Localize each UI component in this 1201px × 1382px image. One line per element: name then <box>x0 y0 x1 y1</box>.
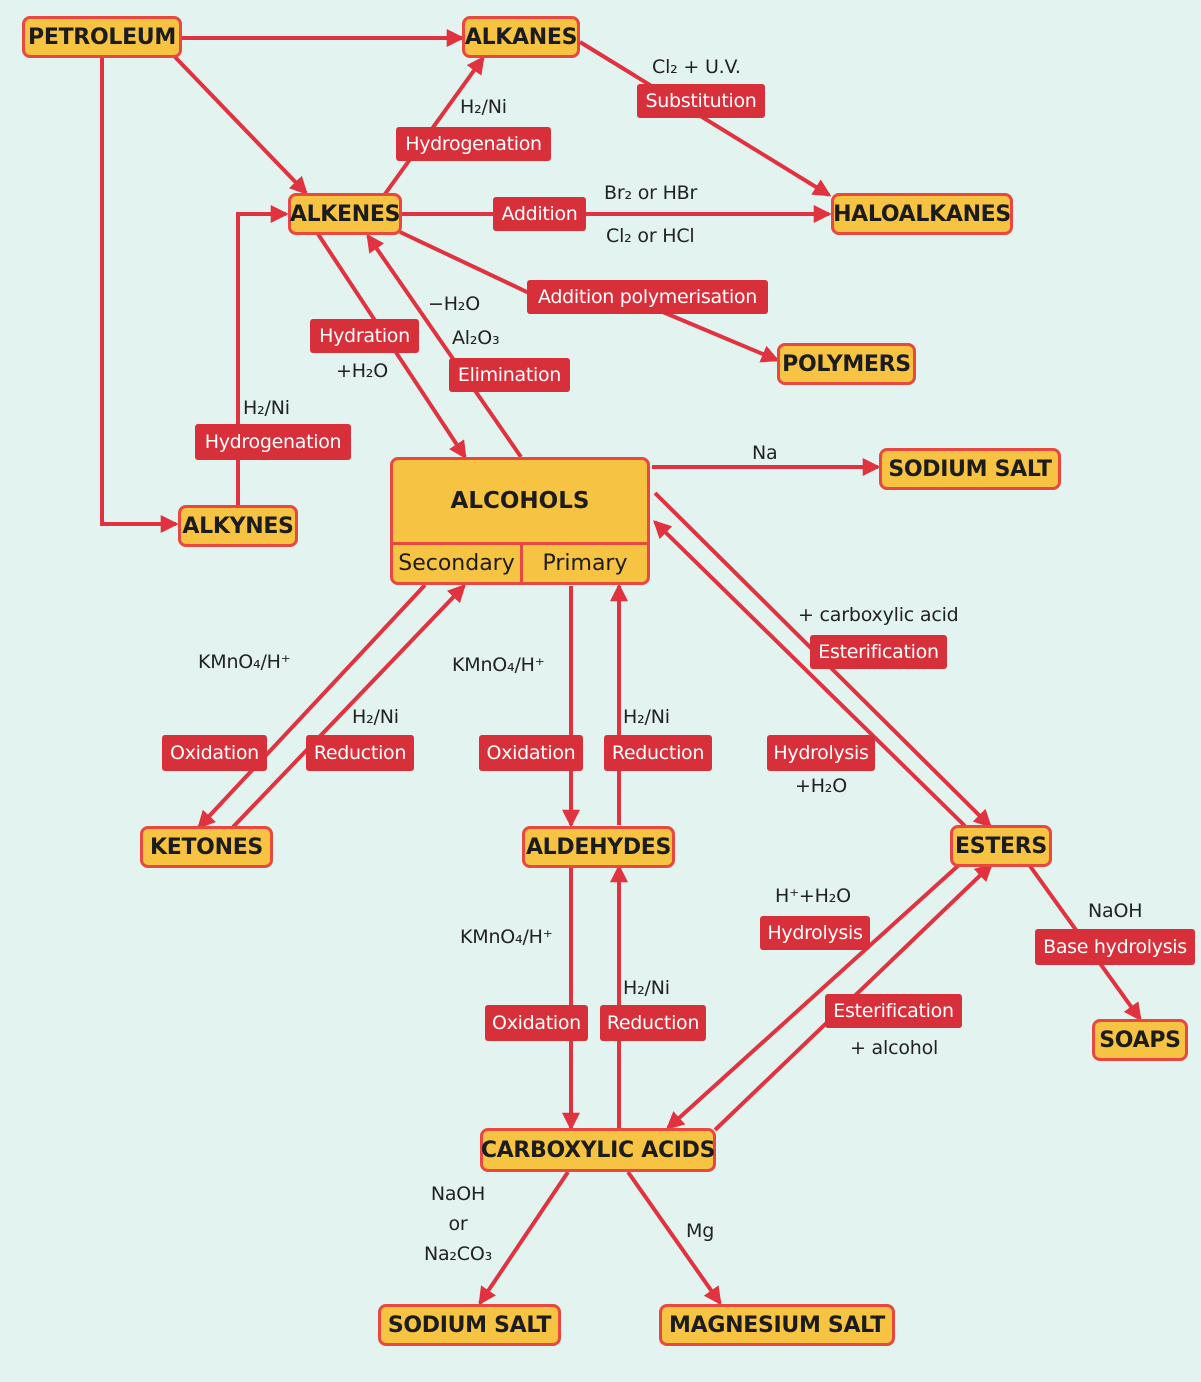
arrow-acids-to-sodium-salt <box>478 1170 570 1306</box>
tag-hydration: Hydration <box>310 319 419 353</box>
cond-plus-h2o-hydration: +H₂O <box>336 360 388 382</box>
cond-naoh-line3: Na₂CO₃ <box>423 1242 493 1265</box>
cond-cl2-uv: Cl₂ + U.V. <box>652 56 741 78</box>
cond-kmno4-secondary: KMnO₄/H⁺ <box>198 651 291 673</box>
cond-naoh-or-na2co3: NaOH or Na₂CO₃ <box>418 1183 498 1266</box>
tag-addition: Addition <box>493 197 586 231</box>
alcohols-primary: Primary <box>523 542 647 582</box>
cond-minus-h2o: −H₂O <box>428 293 480 315</box>
cond-plus-h2o-hydrolysis: +H₂O <box>795 775 847 797</box>
tag-hydrogenation-alkynes-alkenes: Hydrogenation <box>195 424 351 460</box>
cond-naoh-soaps: NaOH <box>1088 900 1143 922</box>
arrow-esters-to-alcohols <box>653 520 967 828</box>
tag-esterification-alcohols: Esterification <box>810 635 947 669</box>
node-alkynes: ALKYNES <box>178 505 298 547</box>
arrow-alkenes-to-alkanes <box>383 55 485 196</box>
tag-reduction-acids: Reduction <box>600 1005 706 1041</box>
node-magnesium-salt: MAGNESIUM SALT <box>659 1304 895 1346</box>
node-petroleum: PETROLEUM <box>22 16 182 58</box>
cond-h2ni-aldehydes: H₂/Ni <box>623 706 670 728</box>
arrow-alkynes-to-alkenes <box>236 205 289 505</box>
node-sodium-salt-bottom: SODIUM SALT <box>378 1304 561 1346</box>
cond-carboxylic-acid: + carboxylic acid <box>798 604 959 626</box>
cond-naoh-line2: or <box>448 1212 468 1235</box>
cond-h2ni-alkanes: H₂/Ni <box>460 96 507 118</box>
tag-base-hydrolysis: Base hydrolysis <box>1035 929 1195 965</box>
node-polymers: POLYMERS <box>777 343 916 385</box>
cond-h2ni-alkynes: H₂/Ni <box>243 397 290 419</box>
arrow-secondary-to-ketones <box>197 583 427 829</box>
cond-al2o3: Al₂O₃ <box>452 327 500 349</box>
cond-h2ni-acids: H₂/Ni <box>623 977 670 999</box>
cond-h2ni-ketones: H₂/Ni <box>352 706 399 728</box>
node-haloalkanes: HALOALKANES <box>831 193 1013 235</box>
node-alkenes: ALKENES <box>288 193 402 235</box>
node-carboxylic-acids: CARBOXYLIC ACIDS <box>480 1128 716 1172</box>
cond-na: Na <box>752 442 778 464</box>
node-esters: ESTERS <box>950 825 1052 867</box>
tag-reduction-aldehydes: Reduction <box>604 735 712 771</box>
alcohols-secondary: Secondary <box>393 542 523 582</box>
tag-esterification-acids: Esterification <box>825 994 962 1028</box>
tag-hydrolysis-esters-alcohols: Hydrolysis <box>767 735 875 771</box>
cond-cl2-hcl: Cl₂ or HCl <box>606 225 695 247</box>
tag-oxidation-aldehydes: Oxidation <box>485 1005 588 1041</box>
arrow-acids-to-magnesium-salt <box>626 1170 722 1306</box>
cond-kmno4-primary: KMnO₄/H⁺ <box>452 654 545 676</box>
node-soaps: SOAPS <box>1092 1019 1188 1061</box>
arrow-petroleum-to-alkynes <box>100 57 179 533</box>
cond-plus-alcohol: + alcohol <box>850 1037 939 1059</box>
arrow-alkanes-to-haloalkanes <box>578 40 832 197</box>
tag-oxidation-secondary: Oxidation <box>162 735 267 771</box>
tag-substitution: Substitution <box>637 84 765 118</box>
cond-h-h2o: H⁺+H₂O <box>775 885 851 907</box>
cond-br2-hbr: Br₂ or HBr <box>604 182 698 204</box>
cond-naoh-line1: NaOH <box>430 1183 486 1205</box>
node-aldehydes: ALDEHYDES <box>522 826 675 868</box>
node-alcohols: ALCOHOLS Secondary Primary <box>390 457 650 585</box>
tag-addition-polymerisation: Addition polymerisation <box>527 280 768 314</box>
cond-mg: Mg <box>686 1220 715 1242</box>
tag-hydrogenation-alkenes-alkanes: Hydrogenation <box>396 127 551 161</box>
tag-elimination: Elimination <box>449 358 570 392</box>
arrow-petroleum-to-alkenes <box>173 55 308 195</box>
node-sodium-salt-top: SODIUM SALT <box>879 448 1061 490</box>
cond-kmno4-aldehydes: KMnO₄/H⁺ <box>460 926 553 948</box>
arrow-alcohols-to-alkenes <box>366 233 523 459</box>
alcohols-title: ALCOHOLS <box>450 488 590 514</box>
arrow-esters-to-acids <box>665 862 962 1130</box>
node-ketones: KETONES <box>140 826 273 868</box>
tag-reduction-ketones: Reduction <box>306 735 414 771</box>
tag-oxidation-primary: Oxidation <box>479 735 583 771</box>
tag-hydrolysis-esters-acids: Hydrolysis <box>760 916 870 950</box>
node-alkanes: ALKANES <box>462 16 580 58</box>
arrow-ketones-to-secondary <box>231 584 466 829</box>
